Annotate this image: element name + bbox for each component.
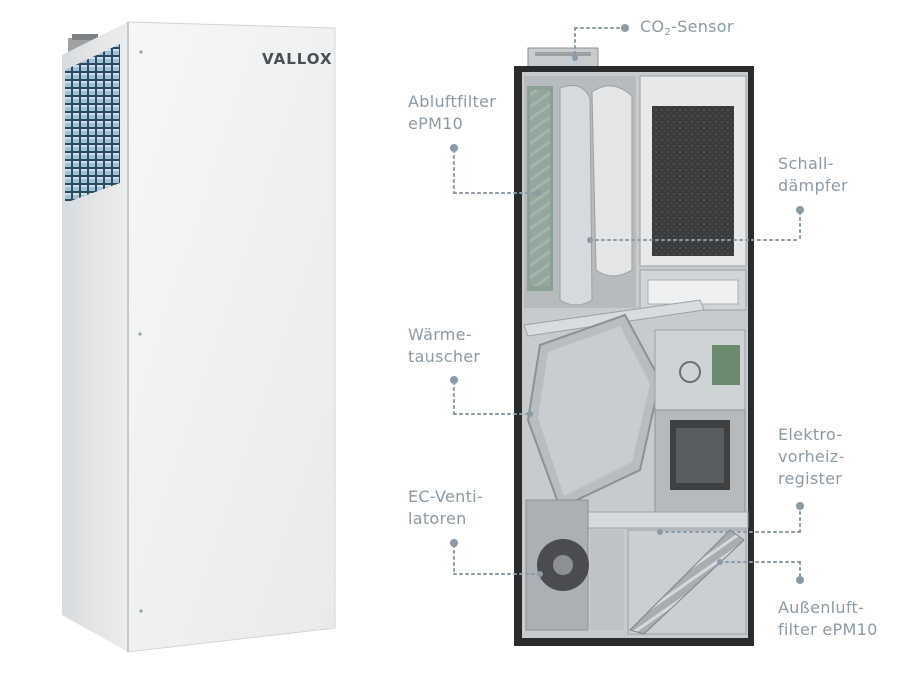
vallox-logo: VALLOX xyxy=(262,50,333,68)
silencer-foam xyxy=(652,106,734,256)
label-aussenluftfilter: Außenluft- filter ePM10 xyxy=(778,598,878,639)
air-grille xyxy=(65,44,120,203)
label-co2-sensor: CO2-Sensor xyxy=(640,17,734,38)
leader-dots xyxy=(450,24,804,584)
front-panel xyxy=(127,21,336,653)
closed-unit xyxy=(62,21,336,653)
supply-filter xyxy=(629,529,745,635)
open-unit xyxy=(514,47,754,646)
circuit-board xyxy=(712,345,740,385)
label-abluftfilter: Abluftfilter ePM10 xyxy=(408,92,497,133)
co2-sensor xyxy=(527,47,599,69)
leader-lines xyxy=(453,27,801,579)
label-ec-ventilatoren: EC-Venti- latoren xyxy=(408,487,483,528)
label-waermetauscher: Wärme- tauscher xyxy=(408,325,481,366)
label-elektrovorheizregister: Elektro- vorheiz- register xyxy=(778,425,845,488)
label-schalldaempfer: Schall- dämpfer xyxy=(778,154,848,195)
